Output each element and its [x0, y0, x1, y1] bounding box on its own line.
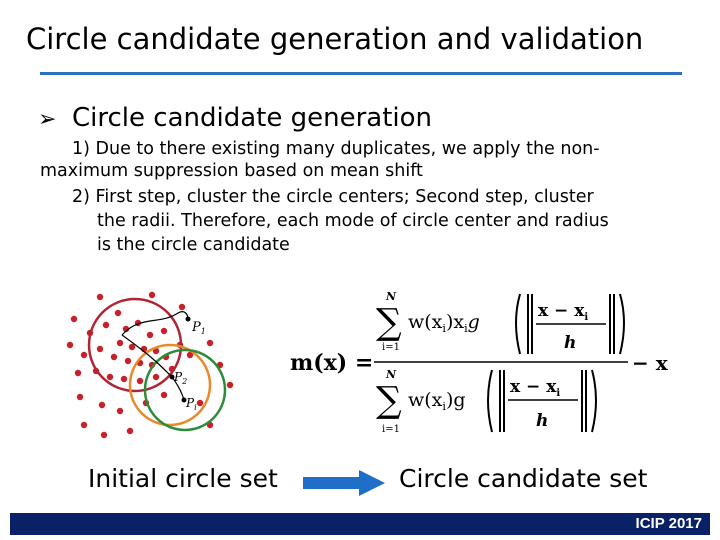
- den-frac-top: x − xi: [510, 377, 560, 399]
- den-norm-left: [499, 370, 505, 432]
- scatter-dot: [100, 431, 108, 439]
- scatter-dot: [102, 321, 110, 329]
- scatter-dot: [116, 339, 124, 347]
- scatter-dot: [160, 391, 168, 399]
- scatter-dot: [226, 381, 234, 389]
- body-line-2: maximum suppression based on mean shift: [40, 161, 423, 181]
- num-paren-right: [619, 293, 625, 355]
- mean-shift-formula: m(x) = N ∑ i=1 w(xi)xig x − xi h − x N ∑…: [290, 290, 668, 435]
- scatter-dot: [96, 293, 104, 301]
- scatter-dot: [128, 343, 136, 351]
- scatter-dot: [124, 357, 132, 365]
- den-paren: [487, 369, 493, 433]
- body-line-5: is the circle candidate: [97, 235, 290, 255]
- marker-p1: [185, 316, 191, 322]
- scatter-dot: [148, 291, 156, 299]
- marker-p2: [169, 374, 175, 380]
- scatter-dot: [76, 393, 84, 401]
- num-norm-left: [527, 294, 533, 354]
- marker-pi: [181, 397, 187, 403]
- circle-red: [87, 297, 183, 393]
- den-paren-right: [591, 369, 597, 433]
- scatter-dot: [152, 347, 160, 355]
- num-frac-top: x − xi: [538, 301, 588, 323]
- scatter-dot: [186, 351, 194, 359]
- scatter-dot: [106, 373, 114, 381]
- den-upper: N: [385, 368, 397, 381]
- scatter-dot: [70, 315, 78, 323]
- scatter-dot: [122, 325, 130, 333]
- den-lower: i=1: [382, 424, 400, 435]
- initial-circle-figure: P1 P2 Pi: [66, 291, 234, 439]
- scatter-dot: [98, 401, 106, 409]
- scatter-dot: [66, 341, 74, 349]
- bullet-text: Circle candidate generation: [72, 103, 433, 133]
- slide-title: Circle candidate generation and validati…: [26, 22, 644, 56]
- scatter-dot: [120, 375, 128, 383]
- body-line-3: 2) First step, cluster the circle center…: [72, 187, 594, 207]
- scatter-dot: [114, 309, 122, 317]
- label-p1: P1: [191, 320, 206, 336]
- caption-initial-circle-set: Initial circle set: [88, 464, 278, 493]
- scatter-dot: [80, 351, 88, 359]
- label-pi: Pi: [185, 396, 197, 412]
- caption-circle-candidate-set: Circle candidate set: [399, 464, 648, 493]
- scatter-dot: [74, 369, 82, 377]
- scatter-dot: [116, 407, 124, 415]
- scatter-dot: [80, 421, 88, 429]
- scatter-dot: [110, 353, 118, 361]
- num-upper: N: [385, 290, 397, 303]
- scatter-dot: [160, 327, 168, 335]
- arrow-bullet-icon: ➢: [38, 107, 57, 132]
- curve-line: [121, 311, 189, 336]
- circle-green: [143, 348, 227, 432]
- scatter-dot: [126, 427, 134, 435]
- minus-x: − x: [632, 351, 668, 375]
- footer-bar: ICIP 2017: [10, 513, 710, 535]
- conference-label: ICIP 2017: [635, 515, 702, 532]
- num-paren: [515, 293, 521, 355]
- right-arrow-icon: [303, 470, 385, 496]
- den-frac-bottom: h: [536, 411, 548, 431]
- scatter-dot: [146, 331, 154, 339]
- scatter-dot: [96, 345, 104, 353]
- num-term: w(xi)xig: [408, 311, 480, 335]
- bullet-heading: ➢ Circle candidate generation: [38, 103, 432, 133]
- label-p2: P2: [173, 370, 187, 386]
- num-lower: i=1: [382, 342, 400, 353]
- num-norm-right: [609, 294, 615, 354]
- num-sum: ∑: [376, 302, 402, 343]
- den-norm-right: [581, 370, 587, 432]
- num-frac-bottom: h: [564, 333, 576, 353]
- title-underline: [40, 72, 682, 75]
- scatter-dot: [136, 377, 144, 385]
- scatter-dot: [196, 399, 204, 407]
- formula-lhs: m(x) =: [290, 350, 373, 376]
- scatter-dot: [178, 303, 186, 311]
- den-sum: ∑: [376, 380, 402, 421]
- circle-orange: [128, 343, 212, 427]
- scatter-dot: [206, 339, 214, 347]
- body-line-4: the radii. Therefore, each mode of circl…: [97, 211, 609, 231]
- dots: [66, 291, 234, 439]
- den-term: w(xi)g: [408, 389, 466, 413]
- body-line-1: 1) Due to there existing many duplicates…: [72, 139, 600, 159]
- scatter-dot: [152, 373, 160, 381]
